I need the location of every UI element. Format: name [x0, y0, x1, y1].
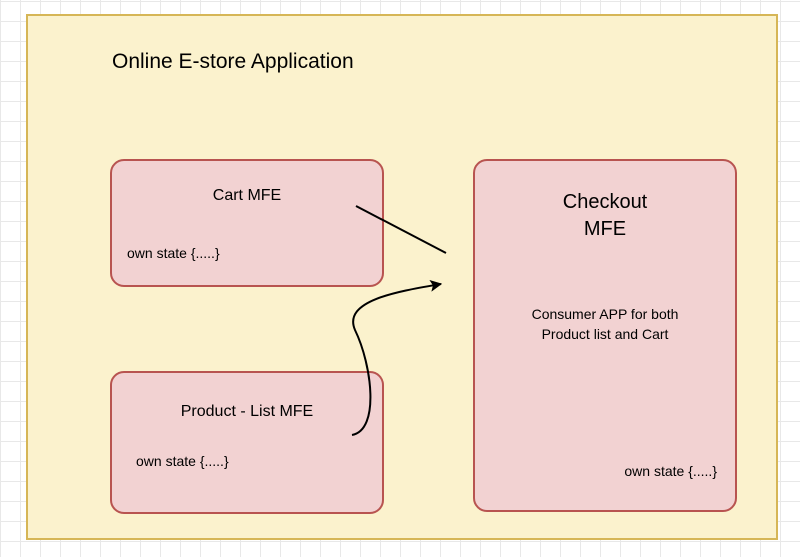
node-checkout-mfe-description-line-2: Product list and Cart	[541, 326, 669, 342]
node-checkout-mfe-description-line-1: Consumer APP for both	[531, 306, 679, 322]
container-online-estore-application[interactable]: Online E-store Application Cart MFE own …	[26, 14, 778, 540]
node-cart-mfe-state-label: own state {.....}	[127, 245, 220, 261]
node-cart-mfe[interactable]: Cart MFE own state {.....}	[110, 159, 384, 287]
node-cart-mfe-title: Cart MFE	[212, 187, 282, 204]
container-title: Online E-store Application	[112, 50, 354, 73]
node-product-list-mfe-state-label: own state {.....}	[136, 453, 229, 469]
node-product-list-mfe-title: Product - List MFE	[180, 403, 314, 420]
node-product-list-mfe[interactable]: Product - List MFE own state {.....}	[110, 371, 384, 514]
node-checkout-mfe-description: Consumer APP for both Product list and C…	[475, 304, 735, 344]
node-checkout-mfe-title-line-1: Checkout	[562, 191, 648, 213]
node-checkout-mfe-title: Checkout MFE	[475, 189, 735, 243]
node-checkout-mfe[interactable]: Checkout MFE Consumer APP for both Produ…	[473, 159, 737, 512]
node-checkout-mfe-title-line-2: MFE	[583, 218, 627, 240]
node-checkout-mfe-state-label: own state {.....}	[624, 463, 717, 479]
